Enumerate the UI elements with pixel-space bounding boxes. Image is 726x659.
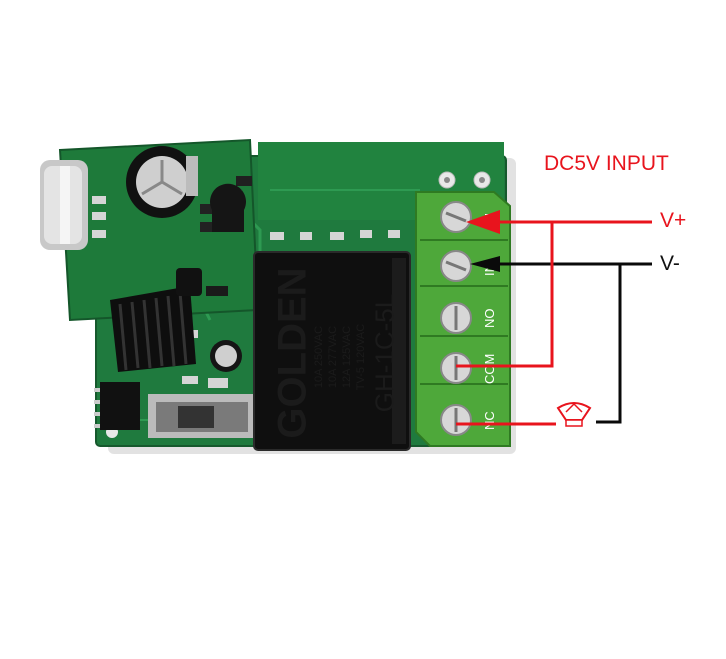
transistor <box>210 183 246 232</box>
slide-switch <box>148 394 254 438</box>
terminal-screw-4 <box>440 352 472 384</box>
terminal-screw-5 <box>440 404 472 436</box>
positive-arrow <box>466 210 500 234</box>
electrolytic-capacitor <box>126 146 198 218</box>
negative-arrow <box>470 256 500 272</box>
terminal-screw-2 <box>440 250 472 282</box>
dc5v-input-label: DC5V INPUT <box>544 152 669 175</box>
antenna-coil <box>110 268 202 372</box>
vminus-label: V- <box>660 252 680 275</box>
vplus-label: V+ <box>660 209 687 232</box>
terminal-label-4: COM <box>482 354 497 384</box>
small-capacitor <box>210 340 242 372</box>
ic-chip <box>94 382 140 430</box>
relay <box>253 251 411 451</box>
terminal-label-5: NC <box>482 411 497 430</box>
negative-wire <box>494 262 652 424</box>
crystal-oscillator <box>40 160 88 250</box>
positive-wire <box>456 220 652 426</box>
terminal-screw-1 <box>440 201 472 233</box>
load-lamp-icon <box>556 402 592 427</box>
terminal-screw-3 <box>440 302 472 334</box>
terminal-label-3: NO <box>482 309 497 329</box>
